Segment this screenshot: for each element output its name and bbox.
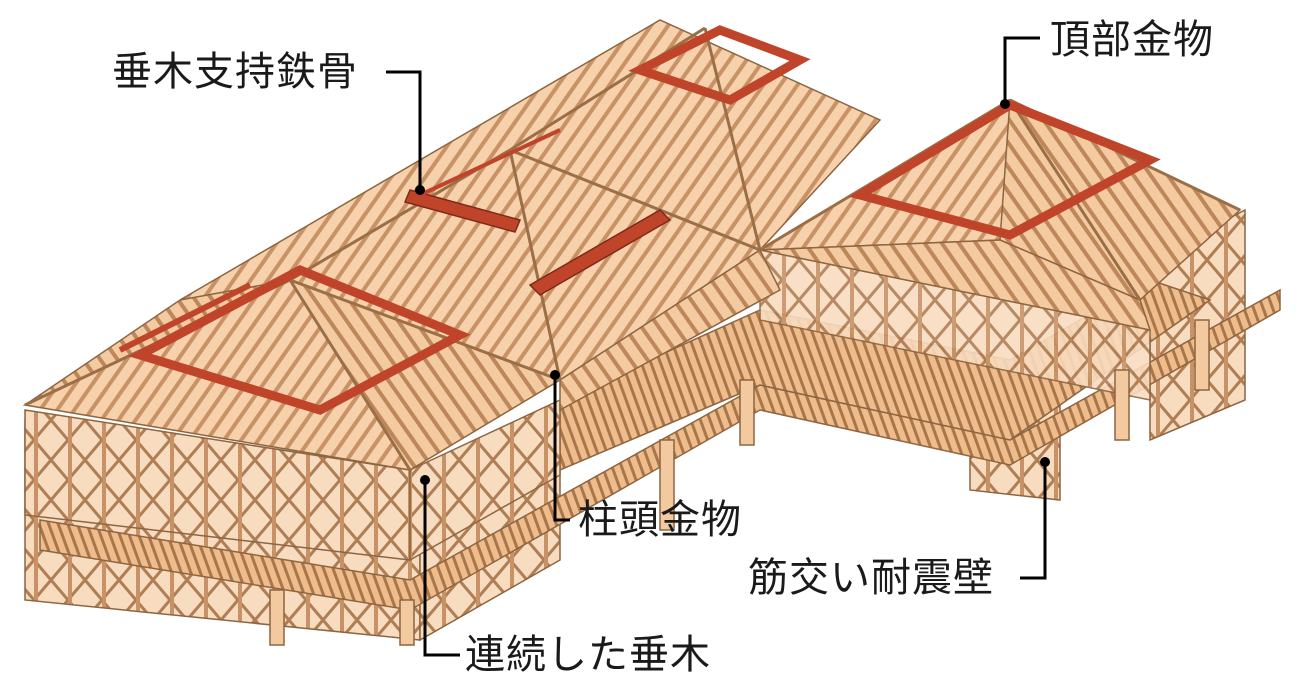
leader-top-hardware xyxy=(1003,36,1040,102)
label-column-head-hardware: 柱頭金物 xyxy=(578,497,742,543)
leader-lines xyxy=(386,36,1047,657)
label-top-hardware: 頂部金物 xyxy=(1050,17,1214,63)
leader-dots xyxy=(415,99,1050,485)
steel-members xyxy=(118,25,1161,415)
columns xyxy=(269,319,1210,646)
leader-continuous-rafter xyxy=(423,480,460,657)
label-braced-shear-wall: 筋交い耐震壁 xyxy=(748,555,994,601)
upper-walls xyxy=(24,249,1151,562)
leader-braced-wall xyxy=(1020,462,1047,580)
label-continuous-rafter: 連続した垂木 xyxy=(465,632,711,678)
label-rafter-support-steel: 垂木支持鉄骨 xyxy=(112,49,358,95)
leader-column-head xyxy=(553,375,570,522)
leader-rafter-support xyxy=(386,70,422,188)
